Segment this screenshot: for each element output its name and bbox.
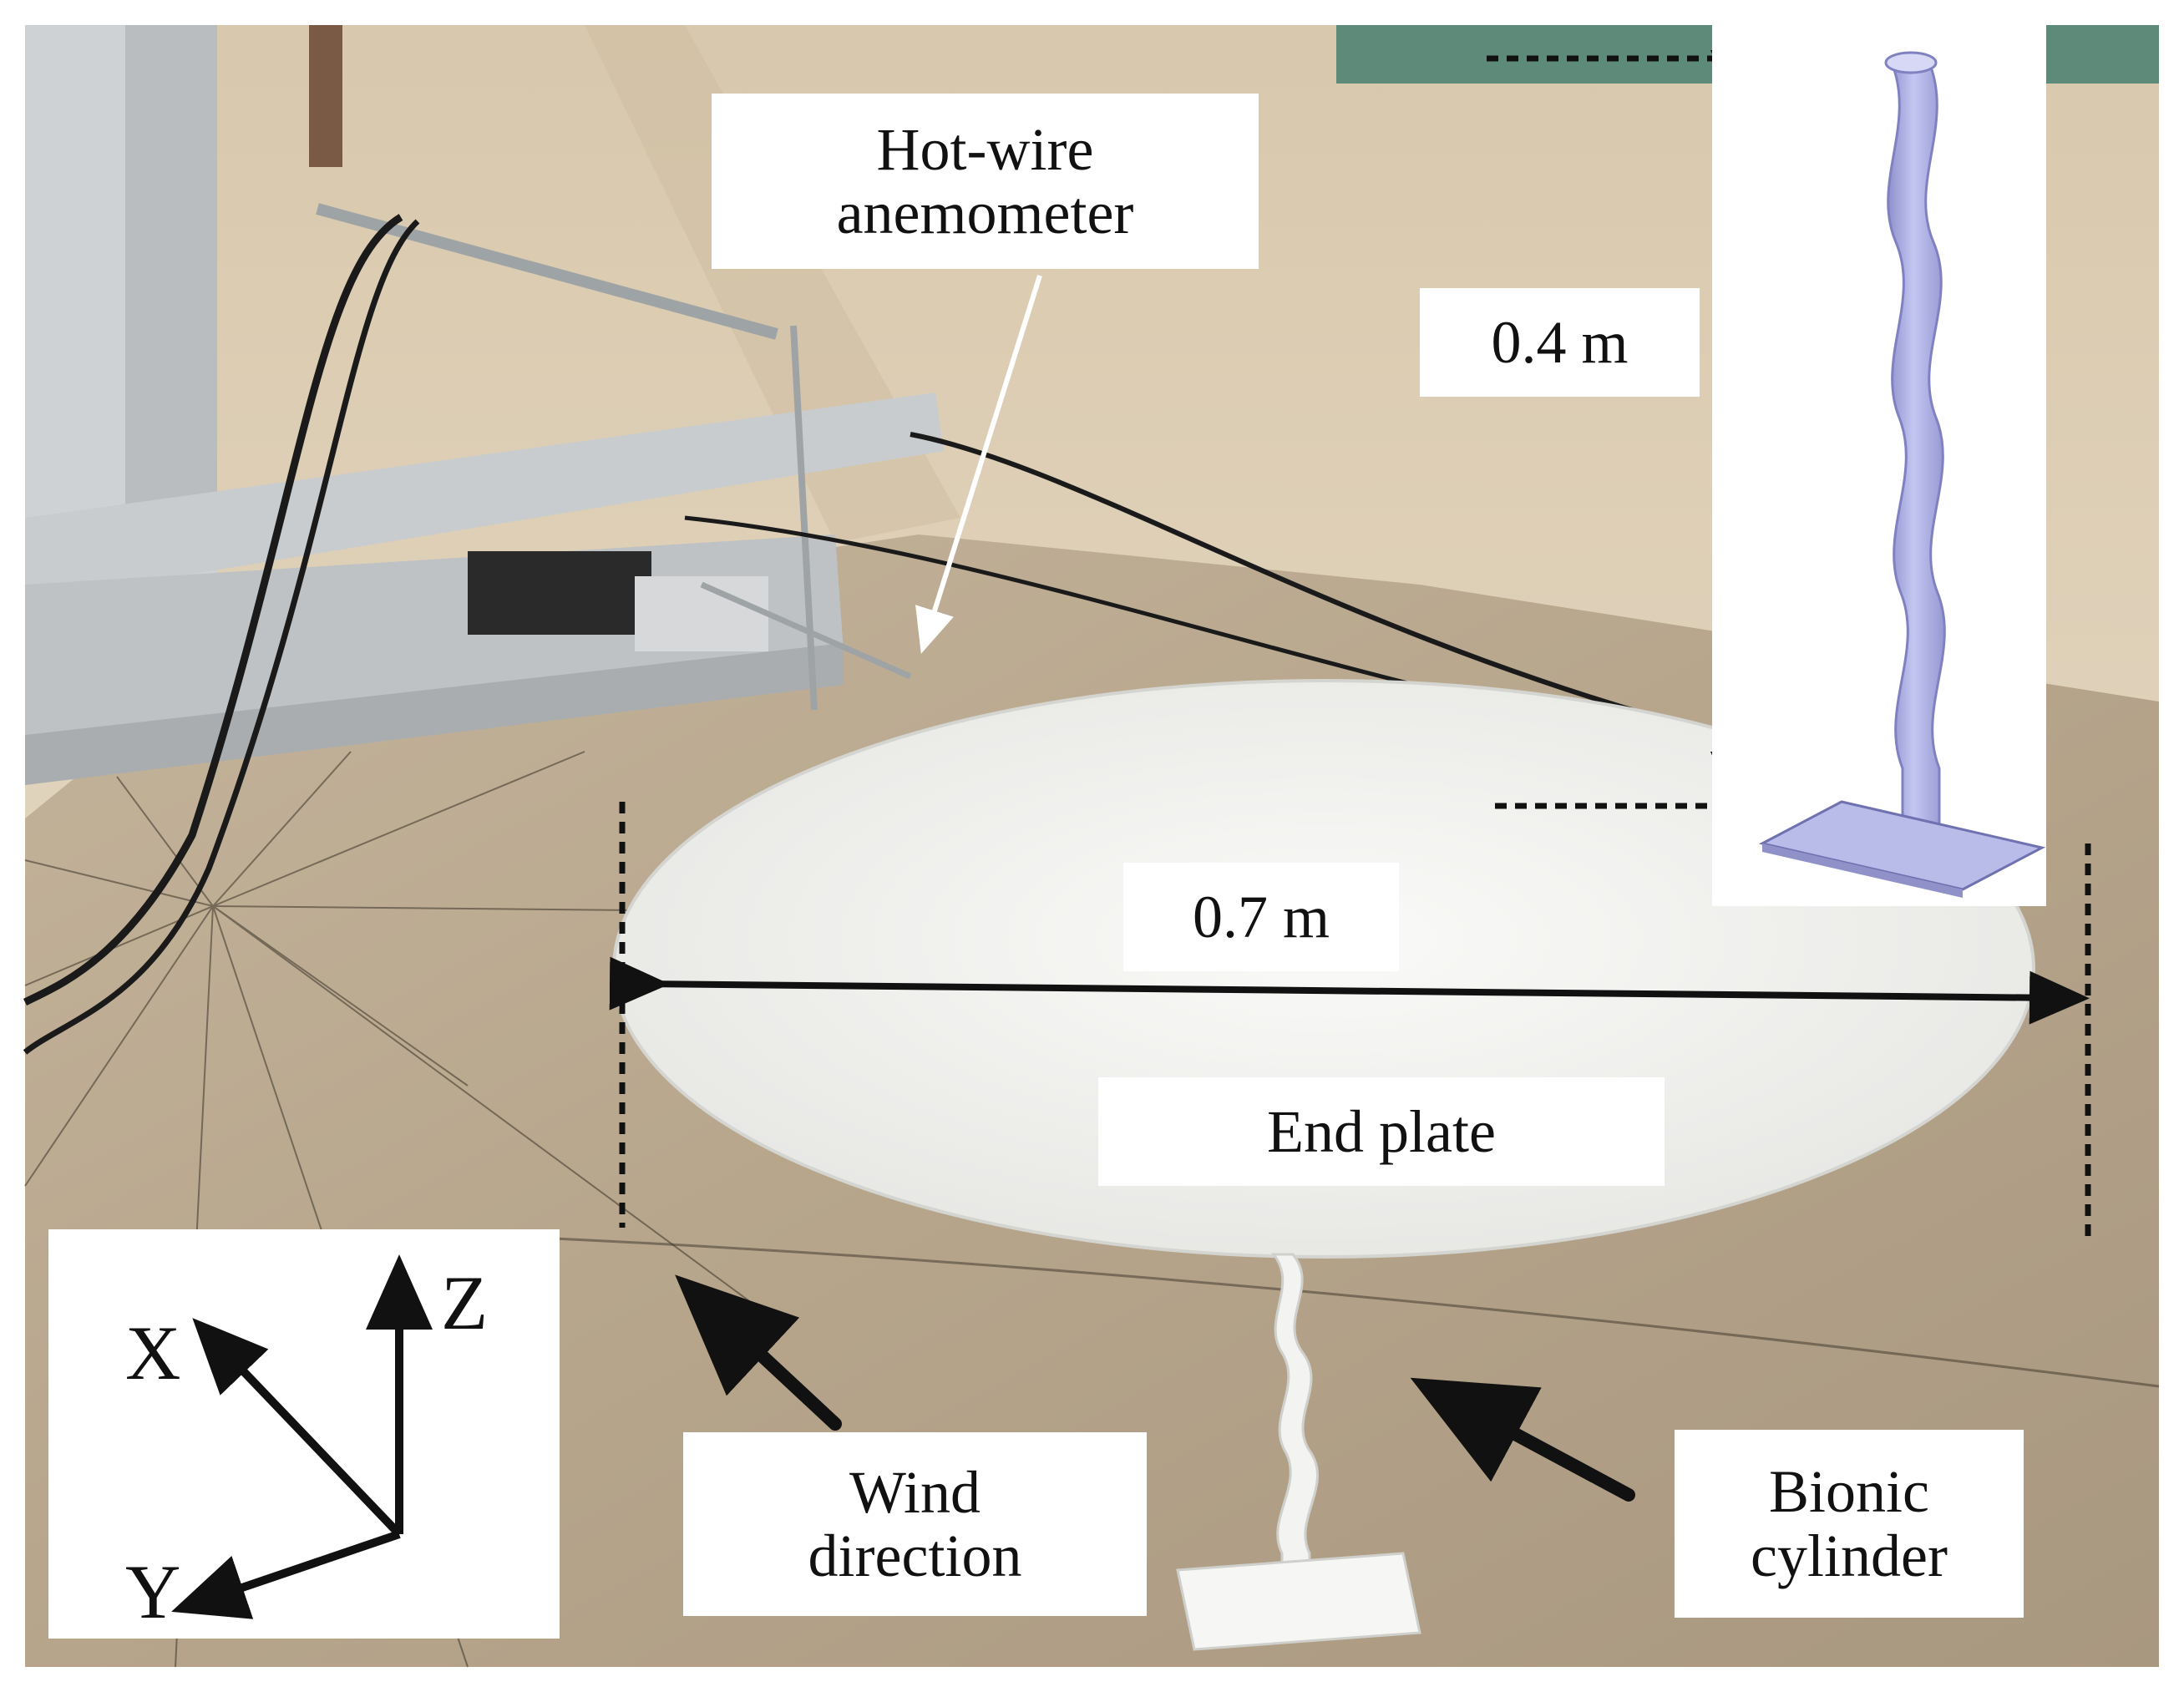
hot-wire-label-line1: Hot-wire bbox=[876, 115, 1094, 183]
hot-wire-label-line2: anemometer bbox=[836, 180, 1134, 246]
wind-direction-label-line1: Wind bbox=[849, 1458, 981, 1526]
traverse-rig bbox=[23, 25, 1721, 1055]
bionic-cylinder-label: Bionic cylinder bbox=[1675, 1430, 2024, 1618]
hot-wire-label: Hot-wire anemometer bbox=[712, 94, 1259, 269]
bionic-cylinder-arrow bbox=[1410, 1377, 1635, 1502]
axis-label-z: Z bbox=[441, 1260, 489, 1345]
axis-label-x: X bbox=[125, 1310, 181, 1396]
wind-direction-label: Wind direction bbox=[683, 1432, 1147, 1616]
axis-label-y: Y bbox=[125, 1549, 181, 1634]
coordinate-axes-panel: Z X Y bbox=[48, 1229, 560, 1639]
cylinder-model-icon bbox=[1758, 51, 2046, 898]
bionic-cylinder-label-line1: Bionic bbox=[1769, 1458, 1929, 1526]
wind-direction-arrow bbox=[675, 1274, 842, 1431]
diameter-dimension bbox=[609, 802, 2091, 1244]
wind-direction-label-line2: direction bbox=[808, 1522, 1022, 1589]
bionic-cylinder-label-line2: cylinder bbox=[1751, 1522, 1948, 1589]
bionic-cylinder-photo bbox=[1176, 1253, 1421, 1651]
cylinder-model-inset bbox=[1712, 25, 2046, 906]
end-plate-label: End plate bbox=[1098, 1077, 1665, 1186]
axes-icon bbox=[171, 1254, 433, 1619]
diameter-label: 0.7 m bbox=[1123, 863, 1399, 971]
hot-wire-pointer-arrow bbox=[915, 275, 1042, 654]
height-label: 0.4 m bbox=[1420, 288, 1700, 397]
